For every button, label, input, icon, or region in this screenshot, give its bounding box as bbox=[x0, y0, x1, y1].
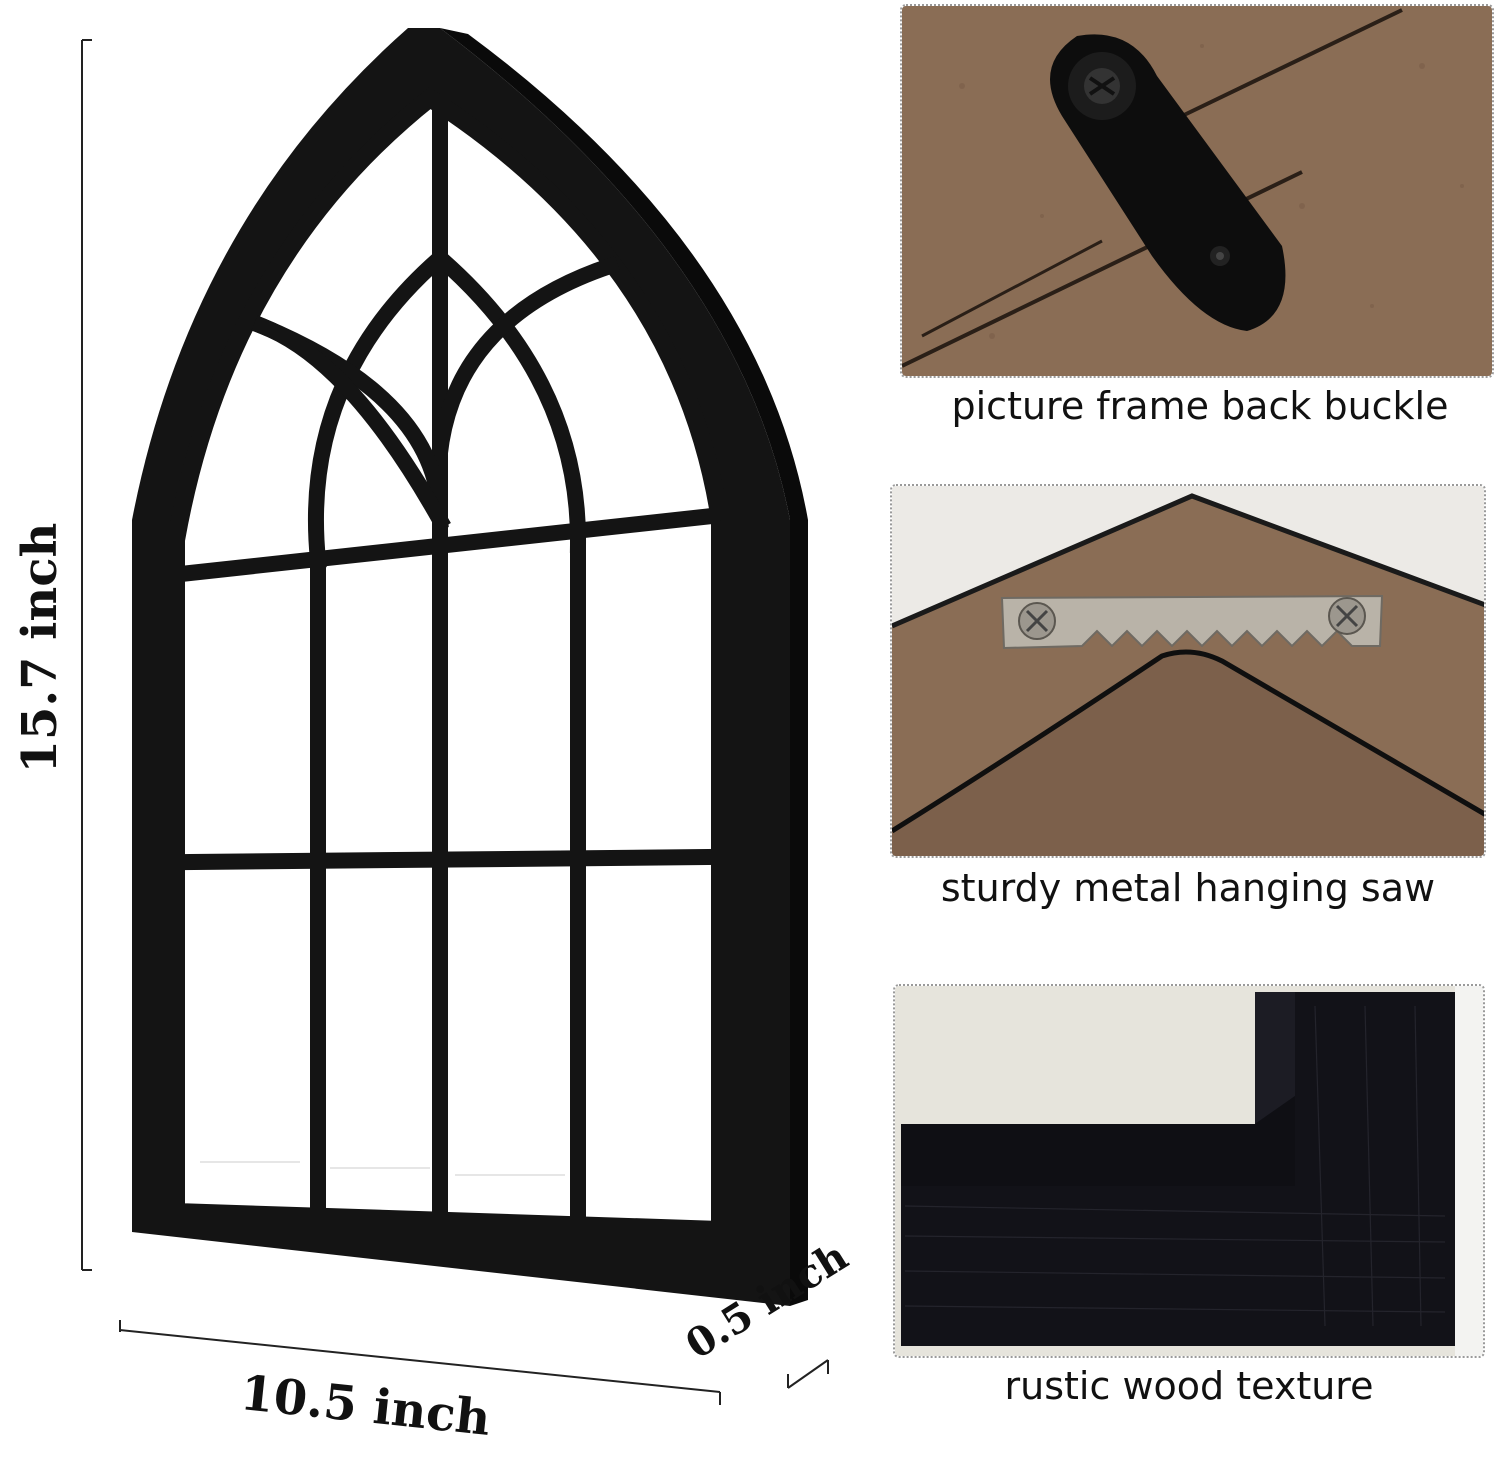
caption-back-buckle: picture frame back buckle bbox=[951, 384, 1449, 428]
height-dimension-line bbox=[81, 39, 92, 1271]
width-dimension-line bbox=[119, 1320, 721, 1405]
depth-dimension-line bbox=[787, 1359, 829, 1389]
wood-texture-photo bbox=[893, 984, 1485, 1358]
caption-sawtooth-hanger: sturdy metal hanging saw bbox=[940, 866, 1436, 910]
arch-window-illustration bbox=[81, 28, 829, 1405]
height-label: 15.7 inch bbox=[12, 522, 68, 774]
caption-wood-texture: rustic wood texture bbox=[1004, 1364, 1374, 1408]
sawtooth-hanger-photo bbox=[890, 484, 1486, 858]
arch-window-product bbox=[81, 28, 829, 1405]
back-buckle-photo bbox=[900, 4, 1494, 378]
